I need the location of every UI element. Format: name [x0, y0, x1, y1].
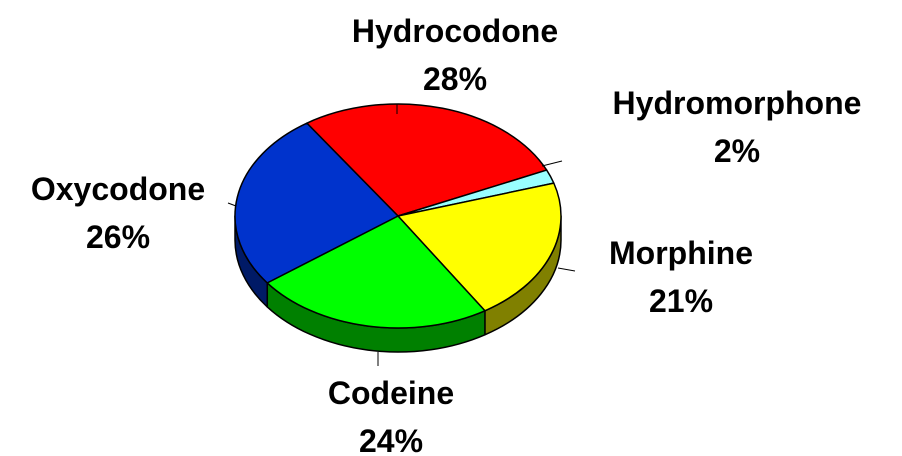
slice-value-codeine: 24%	[359, 423, 423, 456]
slice-label-oxycodone: Oxycodone	[31, 171, 205, 207]
slice-labels: Hydrocodone 28% Hydromorphone 2% Morphine 21%…	[31, 13, 862, 456]
slice-value-morphine: 21%	[649, 283, 713, 319]
leader-line-hydromorphone	[541, 160, 563, 167]
slice-value-hydrocodone: 28%	[423, 61, 487, 97]
leader-lines	[227, 104, 576, 366]
pie-top-slices	[234, 103, 562, 329]
slice-label-codeine: Codeine	[328, 375, 454, 411]
pie-slice-oxycodone	[234, 122, 399, 284]
pie-slice-morphine	[397, 182, 562, 312]
slice-label-morphine: Morphine	[609, 235, 753, 271]
slice-value-oxycodone: 26%	[86, 219, 150, 255]
pie-slice-codeine	[266, 215, 486, 329]
leader-line-morphine	[557, 267, 576, 272]
slice-label-hydrocodone: Hydrocodone	[352, 13, 558, 49]
slice-value-hydromorphone: 2%	[714, 133, 760, 169]
slice-label-hydromorphone: Hydromorphone	[613, 85, 862, 121]
leader-line-oxycodone	[227, 202, 237, 207]
